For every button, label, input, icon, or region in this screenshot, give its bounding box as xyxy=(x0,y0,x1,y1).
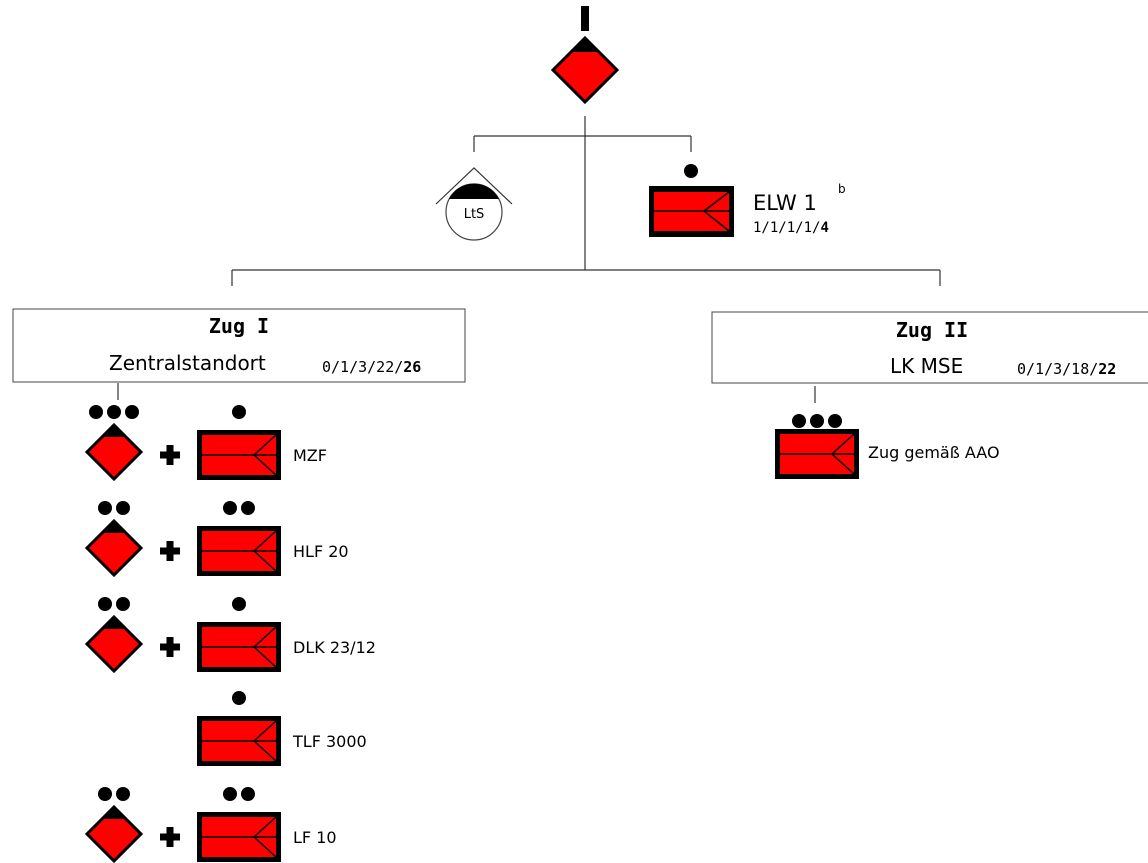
leader-diamond xyxy=(84,614,144,674)
top-leader-symbol xyxy=(550,6,620,105)
elw-strength-prefix: 1/1/1/1/ xyxy=(753,220,820,236)
vehicle-strength-dots xyxy=(232,597,246,611)
lts-label: LtS xyxy=(464,207,485,222)
lts-cap xyxy=(449,183,499,199)
zug2-strength-total: 22 xyxy=(1098,360,1116,378)
vehicle-strength-dots xyxy=(232,405,246,419)
unit-vehicle-label: MZF xyxy=(293,446,327,465)
zug1-strength: 0/1/3/22/26 xyxy=(322,358,421,376)
zug2-unit: Zug gemäß AAO xyxy=(775,414,1000,479)
zug2-strength: 0/1/3/18/22 xyxy=(1017,360,1116,378)
unit-vehicle-label: LF 10 xyxy=(293,828,337,847)
strength-dot xyxy=(241,787,255,801)
plus-icon xyxy=(160,827,180,847)
strength-dot xyxy=(223,787,237,801)
vehicle-strength-dots xyxy=(223,787,255,801)
strength-dot xyxy=(232,405,246,419)
zug1-unit-row: LF 10 xyxy=(84,787,337,863)
unit-leader-symbol xyxy=(84,422,144,482)
zug2-location: LK MSE xyxy=(890,354,963,378)
leader-diamond-top xyxy=(571,38,599,52)
leader-diamond-top xyxy=(102,807,126,819)
vehicle-strength-dots xyxy=(223,501,255,515)
strength-dot xyxy=(241,501,255,515)
unit-vehicle-label: DLK 23/12 xyxy=(293,638,376,657)
plus-icon xyxy=(160,445,180,465)
lts-symbol: LtS xyxy=(435,167,513,241)
leader-diamond-top xyxy=(102,617,126,629)
leader-diamond-top xyxy=(102,521,126,533)
zug2-box: Zug II LK MSE 0/1/3/18/22 xyxy=(711,311,1148,384)
strength-dot xyxy=(116,597,130,611)
zug1-strength-prefix: 0/1/3/22/ xyxy=(322,358,403,376)
zug2-title: Zug II xyxy=(896,318,968,342)
unit-vehicle-symbol xyxy=(197,430,281,480)
zug2-unit-label: Zug gemäß AAO xyxy=(868,443,1000,462)
unit-vehicle-symbol xyxy=(197,812,281,862)
zug1-unit-row: TLF 3000 xyxy=(197,691,367,766)
elw-strength: 1/1/1/1/4 xyxy=(753,220,829,236)
unit-vehicle-label: HLF 20 xyxy=(293,542,349,561)
elw-dot xyxy=(684,164,698,178)
zug1-location: Zentralstandort xyxy=(109,351,266,375)
unit-leader-symbol xyxy=(84,518,144,578)
elw-strength-total: 4 xyxy=(820,220,828,236)
strength-dot xyxy=(98,597,112,611)
unit-leader-symbol xyxy=(84,614,144,674)
unit-vehicle-symbol xyxy=(197,716,281,766)
strength-dot xyxy=(98,787,112,801)
zug1-unit-row: HLF 20 xyxy=(84,501,349,578)
elw-superscript: b xyxy=(838,182,846,196)
unit-vehicle-label: TLF 3000 xyxy=(292,732,367,751)
leader-diamond xyxy=(84,518,144,578)
zug1-title: Zug I xyxy=(209,314,269,338)
unit-vehicle-symbol xyxy=(197,622,281,672)
leader-staff-bar xyxy=(581,6,589,31)
zug1-strength-total: 26 xyxy=(403,358,421,376)
strength-dot xyxy=(107,405,121,419)
zug1-unit-row: DLK 23/12 xyxy=(84,597,376,674)
zug2-strength-prefix: 0/1/3/18/ xyxy=(1017,360,1098,378)
elw-vehicle: ELW 1 b 1/1/1/1/4 xyxy=(649,164,846,237)
strength-dot xyxy=(232,691,246,705)
leader-strength-dots xyxy=(98,787,130,801)
strength-dot xyxy=(89,405,103,419)
strength-dot xyxy=(223,501,237,515)
strength-dot xyxy=(810,414,824,428)
elw-name: ELW 1 xyxy=(753,191,817,215)
leader-diamond-top xyxy=(102,425,126,437)
strength-dot xyxy=(116,787,130,801)
strength-dot xyxy=(98,501,112,515)
unit-leader-symbol xyxy=(84,804,144,863)
strength-dot xyxy=(116,501,130,515)
zug1-box: Zug I Zentralstandort 0/1/3/22/26 xyxy=(12,308,466,383)
connector-lines xyxy=(117,116,941,403)
leader-diamond xyxy=(550,35,620,105)
plus-icon xyxy=(160,637,180,657)
plus-icon xyxy=(160,541,180,561)
leader-strength-dots xyxy=(98,597,130,611)
zug2-vehicle-symbol xyxy=(775,429,859,479)
strength-dot xyxy=(792,414,806,428)
leader-diamond xyxy=(84,422,144,482)
leader-strength-dots xyxy=(89,405,139,419)
strength-dot xyxy=(232,597,246,611)
strength-dot xyxy=(125,405,139,419)
leader-diamond xyxy=(84,804,144,863)
zug2-vehicle-dots xyxy=(792,414,842,428)
unit-vehicle-symbol xyxy=(197,526,281,576)
leader-strength-dots xyxy=(98,501,130,515)
vehicle-strength-dots xyxy=(232,691,246,705)
strength-dot xyxy=(828,414,842,428)
zug1-unit-row: MZF xyxy=(84,405,327,482)
